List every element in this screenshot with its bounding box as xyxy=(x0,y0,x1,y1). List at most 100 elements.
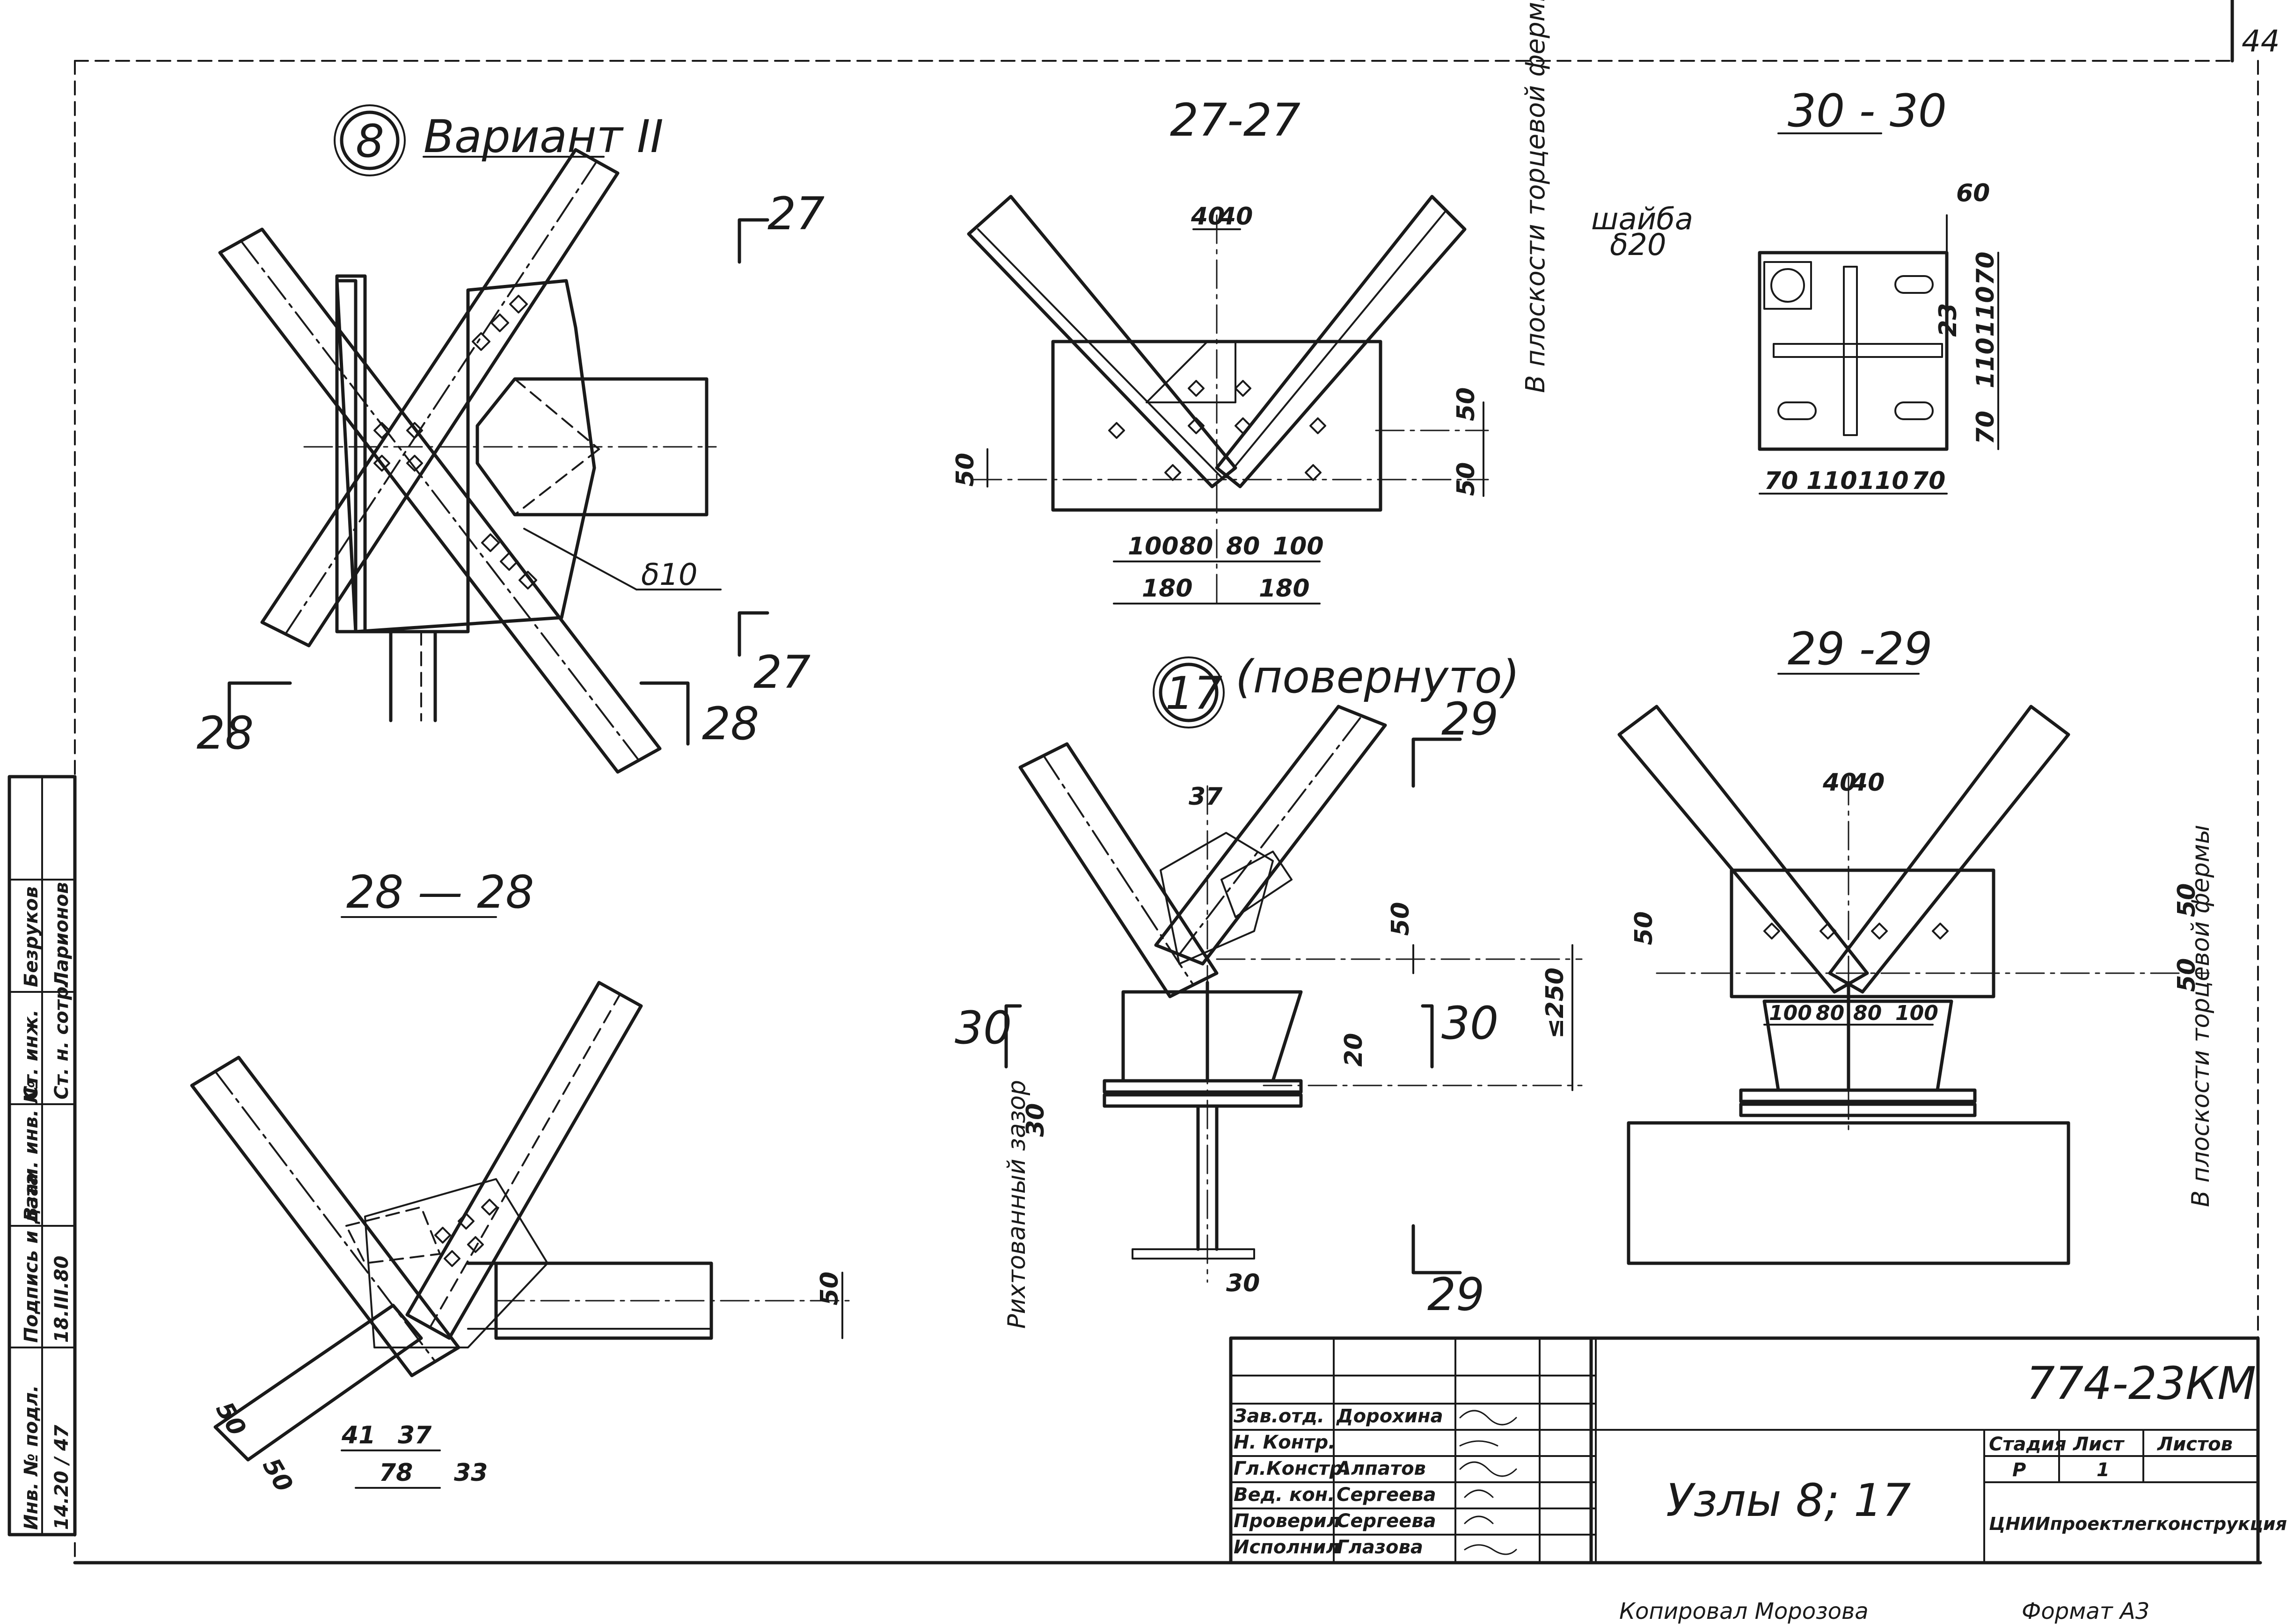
stamp-tech: Ст. н. сотр. xyxy=(51,979,73,1100)
dim-30-70-left: 70 xyxy=(1764,467,1798,495)
section-27-27: 27-27 40 40 100 80 80 100 180 180 50 50 … xyxy=(951,0,1551,609)
tb-stage: Р xyxy=(2012,1459,2026,1481)
side-stamp: Ст. инж. Безруков Ст. н. сотр. Ларионов … xyxy=(7,775,77,1537)
node-17-mark-29-bottom: 29 xyxy=(1427,1268,1484,1321)
dim-30-110-top: 110 xyxy=(1972,286,2000,337)
dim-27-40-left: 40 xyxy=(1191,203,1225,231)
dim-30-110-left: 110 xyxy=(1806,467,1857,495)
node-8-mark-27-top: 27 xyxy=(767,188,825,240)
dim-30-23: 23 xyxy=(1934,303,1962,337)
stamp-replaces-inv: Взам. инв. № xyxy=(21,1080,42,1221)
section-29-title: 29 -29 xyxy=(1788,623,1932,675)
node-8-mark-28-left: 28 xyxy=(197,707,254,759)
dim-28-41: 41 xyxy=(341,1421,375,1449)
title-block: Зав.отд. Дорохина Н. Контр. Гл.Констр. А… xyxy=(1229,1336,2287,1565)
tb-role-2: Гл.Констр. xyxy=(1234,1458,1350,1479)
footer-format: Формат А3 xyxy=(2022,1598,2149,1624)
dim-28-37: 37 xyxy=(398,1421,432,1449)
dim-27-100-left: 100 xyxy=(1128,532,1179,561)
tb-name-3: Сергеева xyxy=(1337,1484,1436,1506)
dim-27-40-right: 40 xyxy=(1219,203,1253,231)
tb-name-0: Дорохина xyxy=(1336,1406,1443,1427)
note-end-truss-plane-29: В плоскости торцевой фермы xyxy=(2187,825,2215,1207)
dim-27-80-left: 80 xyxy=(1179,532,1213,561)
node-17-label: (повернуто) xyxy=(1235,651,1520,703)
section-30-30: 30 - 30 шайба δ20 70 110 110 70 60 70 11… xyxy=(1591,85,2000,495)
dim-17-30-bottom: 30 xyxy=(1226,1269,1260,1297)
node-17-mark-30-right: 30 xyxy=(1441,997,1498,1049)
dim-29-40-left: 40 xyxy=(1822,769,1856,797)
stamp-inv-no: Инв. № подл. xyxy=(21,1385,42,1530)
node-8-bolts xyxy=(373,295,537,590)
stamp-date-value: 18.III.80 xyxy=(51,1256,73,1343)
note-milled-gap: Рихтованный зазор xyxy=(1003,1080,1031,1329)
node-8-plate: δ10 xyxy=(641,558,698,592)
dim-30-110-bottom: 110 xyxy=(1972,337,2000,388)
dim-27-80-right: 80 xyxy=(1226,532,1260,561)
tb-sheet: 1 xyxy=(2097,1459,2110,1481)
tb-stage-header: Стадия xyxy=(1989,1434,2067,1455)
node-17-mark-29-top: 29 xyxy=(1441,693,1498,745)
dim-29-100-left: 100 xyxy=(1769,1001,1812,1025)
dim-17-20: 20 xyxy=(1340,1033,1368,1067)
dim-28-50-left-b: 50 xyxy=(257,1454,298,1497)
node-8: 8 Вариант II δ10 27 xyxy=(197,104,825,774)
footer-copied: Копировал Морозова xyxy=(1619,1598,1869,1624)
node-8-mark-28-right: 28 xyxy=(702,698,759,750)
dim-29-80-right: 80 xyxy=(1853,1001,1882,1025)
tb-name-4: Сергеева xyxy=(1337,1510,1436,1532)
dim-30-70-bottom: 70 xyxy=(1972,411,2000,444)
dim-30-70-right: 70 xyxy=(1912,467,1945,495)
dim-30-70-top: 70 xyxy=(1972,252,2000,285)
dim-28-78: 78 xyxy=(379,1459,413,1487)
stamp-inv-value: 14.20 / 47 xyxy=(51,1425,73,1530)
dim-27-180-right: 180 xyxy=(1259,575,1310,603)
stamp-senior-eng: Ст. инж. xyxy=(21,1010,42,1100)
tb-role-3: Вед. кон. xyxy=(1234,1484,1335,1506)
dim-27-180-left: 180 xyxy=(1142,575,1193,603)
stamp-senior-eng-name: Безруков xyxy=(21,886,42,987)
dim-30-60: 60 xyxy=(1956,179,1990,207)
tb-sheet-header: Лист xyxy=(2073,1434,2125,1455)
tb-role-1: Н. Контр. xyxy=(1234,1432,1335,1453)
dim-17-30-side: 30 xyxy=(1022,1103,1050,1137)
dim-29-50-right-bottom: 50 xyxy=(2173,958,2201,992)
dim-17-50: 50 xyxy=(1387,902,1415,936)
dim-27-50-right-bottom: 50 xyxy=(1452,462,1480,496)
dim-27-50-left: 50 xyxy=(951,453,979,487)
dim-17-37: 37 xyxy=(1189,783,1223,811)
section-30-title: 30 - 30 xyxy=(1788,85,1947,137)
dim-17-250: ≤250 xyxy=(1541,968,1569,1039)
dim-28-33: 33 xyxy=(454,1459,488,1487)
node-8-number: 8 xyxy=(356,115,384,167)
page-number: 44 xyxy=(2242,24,2280,59)
tb-sheets-header: Листов xyxy=(2157,1434,2233,1455)
node-8-variant: Вариант II xyxy=(424,110,664,163)
dim-28-50-left-a: 50 xyxy=(210,1398,251,1441)
section-29-29: 29 -29 40 40 100 80 80 100 50 50 50 В пл… xyxy=(1617,623,2215,1265)
dim-27-100-right: 100 xyxy=(1273,532,1324,561)
tb-name-2: Алпатов xyxy=(1335,1458,1426,1479)
section-27-title: 27-27 xyxy=(1170,94,1301,146)
tb-organization: ЦНИИпроектлегконструкция xyxy=(1989,1514,2287,1534)
dim-28-50-right: 50 xyxy=(816,1272,844,1305)
dim-29-40-right: 40 xyxy=(1850,769,1885,797)
section-28-28: 28 — 28 50 41 37 78 33 50 50 xyxy=(190,866,853,1497)
footer: Копировал Морозова Формат А3 xyxy=(1619,1598,2149,1624)
stamp-tech-name: Ларионов xyxy=(51,882,73,988)
tb-sheet-title: Узлы 8; 17 xyxy=(1666,1474,1911,1527)
dim-27-50-right-top: 50 xyxy=(1452,387,1480,421)
section-28-title: 28 — 28 xyxy=(346,866,534,918)
tb-role-5: Исполнил xyxy=(1234,1537,1340,1558)
note-washer-thickness: δ20 xyxy=(1610,228,1666,262)
tb-role-0: Зав.отд. xyxy=(1233,1406,1324,1427)
tb-role-4: Проверил xyxy=(1234,1510,1340,1532)
node-17: 17 (повернуто) 37 50 ≤250 20 30 30 Рихто… xyxy=(955,651,1583,1329)
node-17-mark-30-left: 30 xyxy=(955,1002,1012,1054)
dim-30-110-right: 110 xyxy=(1858,467,1909,495)
dim-29-80-left: 80 xyxy=(1816,1001,1844,1025)
note-washer: шайба xyxy=(1591,202,1693,237)
dim-29-50-right-top: 50 xyxy=(2173,883,2201,917)
tb-code: 774-23КМ xyxy=(2026,1357,2256,1410)
